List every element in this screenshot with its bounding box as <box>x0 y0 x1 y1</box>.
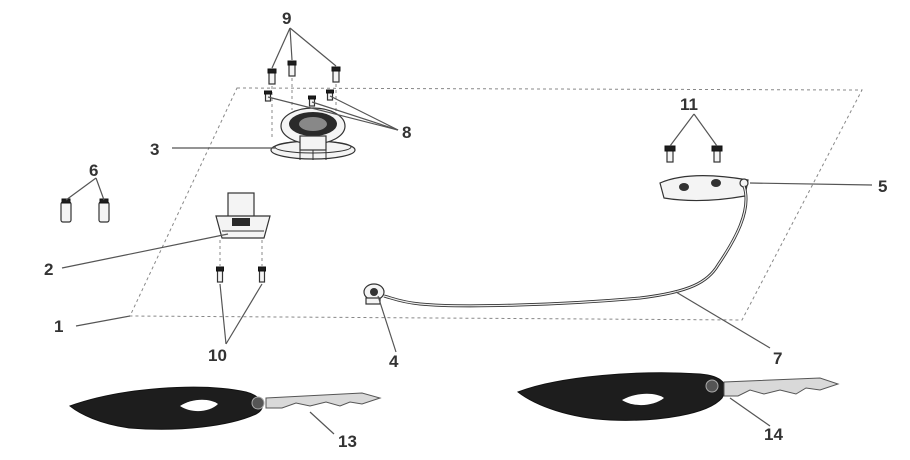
small-screws <box>264 89 334 107</box>
cable-lock-housing <box>659 175 749 202</box>
release-cable <box>383 185 748 308</box>
callout-2: 2 <box>44 260 53 279</box>
key-right <box>516 372 840 421</box>
seat-lock <box>215 192 271 239</box>
key-left <box>68 386 382 430</box>
lower-screws <box>216 240 266 283</box>
callout-5: 5 <box>878 177 887 196</box>
top-screws <box>267 60 341 140</box>
callout-9: 9 <box>282 9 291 28</box>
lock-screws-right <box>664 145 723 163</box>
callout-3: 3 <box>150 140 159 159</box>
callout-11: 11 <box>680 95 698 114</box>
callout-10: 10 <box>208 346 227 365</box>
leader-lines <box>61 27 873 435</box>
callout-1: 1 <box>54 317 63 336</box>
callout-6: 6 <box>89 161 98 180</box>
mounting-plate-outline <box>129 87 863 321</box>
callout-13: 13 <box>338 432 357 451</box>
callout-14: 14 <box>764 425 783 444</box>
callout-8: 8 <box>402 123 411 142</box>
small-fittings <box>60 198 110 223</box>
callout-4: 4 <box>389 352 399 371</box>
cable-clip <box>363 283 385 305</box>
callout-7: 7 <box>773 349 782 368</box>
ignition-switch <box>270 107 356 160</box>
